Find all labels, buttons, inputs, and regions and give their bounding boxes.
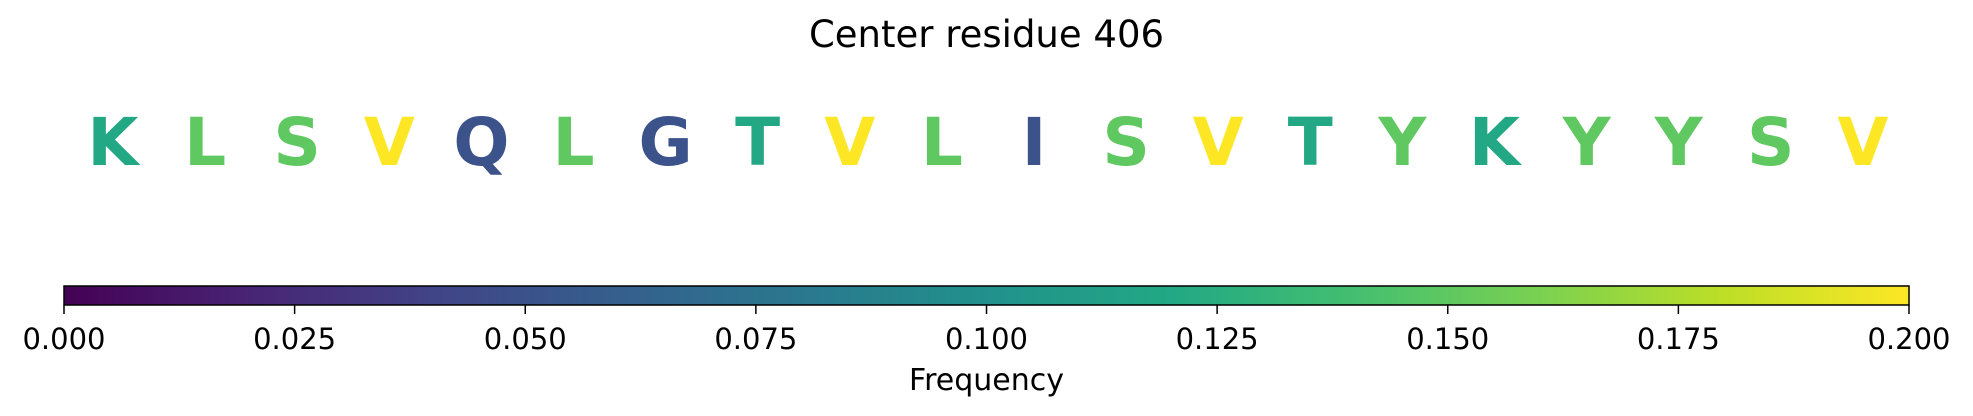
residue-letter: K (87, 104, 141, 181)
residue-letter: V (1837, 104, 1888, 181)
residue-letter: T (735, 104, 780, 181)
colorbar-tick-label: 0.175 (1637, 322, 1720, 356)
colorbar-label: Frequency (909, 363, 1064, 398)
colorbar-ticks: 0.000 0.025 0.050 0.075 0.100 0.125 0.150 0.175… (22, 305, 1951, 356)
colorbar-tick-label: 0.100 (945, 322, 1028, 356)
colorbar (63, 285, 1910, 306)
chart-title: Center residue 406 (808, 13, 1165, 56)
colorbar-tick-label: 0.150 (1406, 322, 1489, 356)
residue-letter: S (273, 104, 321, 181)
residue-letter: Y (1562, 104, 1612, 181)
colorbar-tick-label: 0.025 (253, 322, 336, 356)
residue-letter: V (1193, 104, 1244, 181)
residue-letter: G (639, 104, 693, 181)
residue-letter: S (1102, 104, 1150, 181)
residue-letter: Q (453, 104, 509, 181)
residue-letter: T (1288, 104, 1333, 181)
residue-letter: I (1022, 104, 1047, 181)
residue-letter: L (552, 104, 594, 181)
residue-letter: L (184, 104, 226, 181)
colorbar-tick-label: 0.050 (484, 322, 567, 356)
residue-letter: Y (1654, 104, 1704, 181)
residue-letter: S (1747, 104, 1795, 181)
residue-letter: V (364, 104, 415, 181)
residue-letter: V (824, 104, 875, 181)
colorbar-tick-label: 0.000 (22, 322, 105, 356)
residue-letter: K (1469, 104, 1523, 181)
residue-letter: L (921, 104, 963, 181)
colorbar-tick-label: 0.125 (1176, 322, 1259, 356)
residue-letter: Y (1378, 104, 1428, 181)
colorbar-tick-label: 0.075 (714, 322, 797, 356)
colorbar-tick-label: 0.200 (1867, 322, 1950, 356)
